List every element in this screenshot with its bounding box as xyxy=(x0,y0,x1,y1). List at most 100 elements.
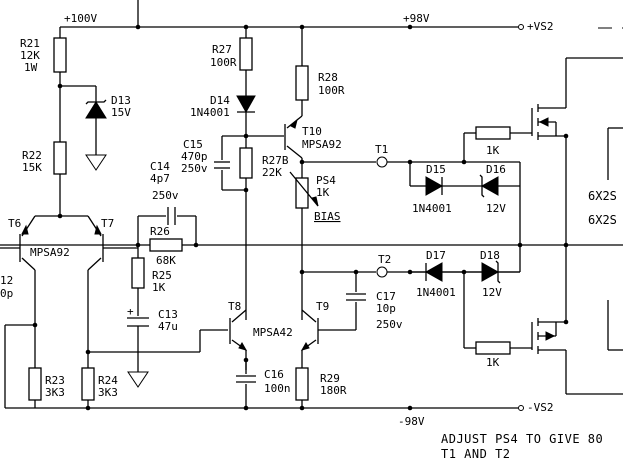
c15-rating: 250v xyxy=(181,162,208,175)
r25-label: R25 xyxy=(152,269,172,282)
vs2-top-terminal[interactable] xyxy=(518,24,524,30)
d18-value: 12V xyxy=(482,286,502,299)
d15-label: D15 xyxy=(426,163,446,176)
c14-value: 4p7 xyxy=(150,172,170,185)
r29-value: 180R xyxy=(320,384,347,397)
ps4-bias: BIAS xyxy=(314,210,341,223)
gate-resistor-bottom[interactable] xyxy=(475,341,511,355)
r26-resistor[interactable] xyxy=(149,238,183,252)
c17-value: 10p xyxy=(376,302,396,315)
mosfet-top[interactable] xyxy=(531,57,623,245)
t6-transistor[interactable] xyxy=(0,215,36,368)
d15-value: 1N4001 xyxy=(412,202,452,215)
r21-value: 12K xyxy=(20,49,40,62)
t2-test-point[interactable] xyxy=(376,266,388,278)
d17-value: 1N4001 xyxy=(416,286,456,299)
c13-value: 47u xyxy=(158,320,178,333)
gate-resistor-top[interactable] xyxy=(475,126,511,140)
d18-label: D18 xyxy=(480,249,500,262)
r23-value: 3K3 xyxy=(45,386,65,399)
r22-value: 15K xyxy=(22,161,42,174)
r26-label: R26 xyxy=(150,225,170,238)
d13-zener[interactable] xyxy=(85,101,107,119)
d18-zener[interactable] xyxy=(481,262,500,282)
r27-resistor[interactable] xyxy=(239,37,253,71)
t8-transistor[interactable] xyxy=(229,309,248,351)
negative-rail xyxy=(4,324,524,411)
c14-rating: 250v xyxy=(152,189,179,202)
positive-rail xyxy=(60,24,524,30)
gate-resistor-bottom-value: 1K xyxy=(486,356,500,369)
r27b-value: 22K xyxy=(262,166,282,179)
t9-transistor[interactable] xyxy=(300,309,319,351)
d15-diode[interactable] xyxy=(425,176,444,196)
r23-label: R23 xyxy=(45,374,65,387)
t9-label: T9 xyxy=(316,300,329,313)
ps4-label: PS4 xyxy=(316,174,336,187)
t6-t7-type: MPSA92 xyxy=(30,246,70,259)
d17-diode[interactable] xyxy=(424,262,443,282)
left-cut-label-1: 12 xyxy=(0,274,13,287)
r27b-label: R27B xyxy=(262,154,289,167)
c14-label: C14 xyxy=(150,160,170,173)
left-cut-label-2: 0p xyxy=(0,287,13,300)
t7-transistor[interactable] xyxy=(87,215,138,368)
r29-resistor[interactable] xyxy=(295,367,309,401)
ground-symbol-1 xyxy=(85,154,107,171)
c17-label: C17 xyxy=(376,290,396,303)
right-cut-label-2: 6X2S xyxy=(588,213,617,227)
r25-resistor[interactable] xyxy=(131,257,145,289)
r25-value: 1K xyxy=(152,281,166,294)
r23-resistor[interactable] xyxy=(28,367,42,401)
t1-label: T1 xyxy=(375,143,388,156)
gate-resistor-top-value: 1K xyxy=(486,144,500,157)
t8-t9-type: MPSA42 xyxy=(253,326,293,339)
d14-diode[interactable] xyxy=(236,95,256,114)
d17-label: D17 xyxy=(426,249,446,262)
r27-label: R27 xyxy=(212,43,232,56)
adjust-note-line-1: ADJUST PS4 TO GIVE 80 xyxy=(441,432,603,446)
t1-test-point[interactable] xyxy=(376,156,388,168)
c16-value: 100n xyxy=(264,382,291,395)
t8-label: T8 xyxy=(228,300,241,313)
t10-transistor[interactable] xyxy=(284,115,303,159)
ground-symbol-2 xyxy=(127,371,149,388)
r28-value: 100R xyxy=(318,84,345,97)
c15-label: C15 xyxy=(183,138,203,151)
d13-value: 15V xyxy=(111,106,131,119)
adjust-note-line-2: T1 AND T2 xyxy=(441,447,511,461)
d14-value: 1N4001 xyxy=(190,106,230,119)
r21-rating: 1W xyxy=(24,61,38,74)
r22-resistor[interactable] xyxy=(53,141,67,175)
rail-bottom-out-label: -VS2 xyxy=(527,401,554,414)
r28-label: R28 xyxy=(318,71,338,84)
d16-zener[interactable] xyxy=(480,176,499,196)
t10-type: MPSA92 xyxy=(302,138,342,151)
r27b-resistor[interactable] xyxy=(239,147,253,179)
ps4-value: 1K xyxy=(316,186,330,199)
r24-value: 3K3 xyxy=(98,386,118,399)
ps4-preset[interactable] xyxy=(295,177,309,209)
t6-label: T6 xyxy=(8,217,21,230)
rail-top-right-label: +98V xyxy=(403,12,430,25)
c13-label: C13 xyxy=(158,308,178,321)
d16-label: D16 xyxy=(486,163,506,176)
t7-label: T7 xyxy=(101,217,114,230)
t10-label: T10 xyxy=(302,125,322,138)
right-cut-label-1: 6X2S xyxy=(588,189,617,203)
rail-bottom-label: -98V xyxy=(398,415,425,428)
d14-label: D14 xyxy=(210,94,230,107)
r21-resistor[interactable] xyxy=(53,37,67,73)
vs2-bottom-terminal[interactable] xyxy=(518,405,524,411)
t2-label: T2 xyxy=(378,253,391,266)
mosfet-bottom[interactable] xyxy=(531,245,623,395)
c15-value: 470p xyxy=(181,150,208,163)
rail-top-out-label: +VS2 xyxy=(527,20,554,33)
r28-resistor[interactable] xyxy=(295,65,309,101)
r22-label: R22 xyxy=(22,149,42,162)
r24-resistor[interactable] xyxy=(81,367,95,401)
d13-label: D13 xyxy=(111,94,131,107)
r29-label: R29 xyxy=(320,372,340,385)
r24-label: R24 xyxy=(98,374,118,387)
c16-label: C16 xyxy=(264,368,284,381)
